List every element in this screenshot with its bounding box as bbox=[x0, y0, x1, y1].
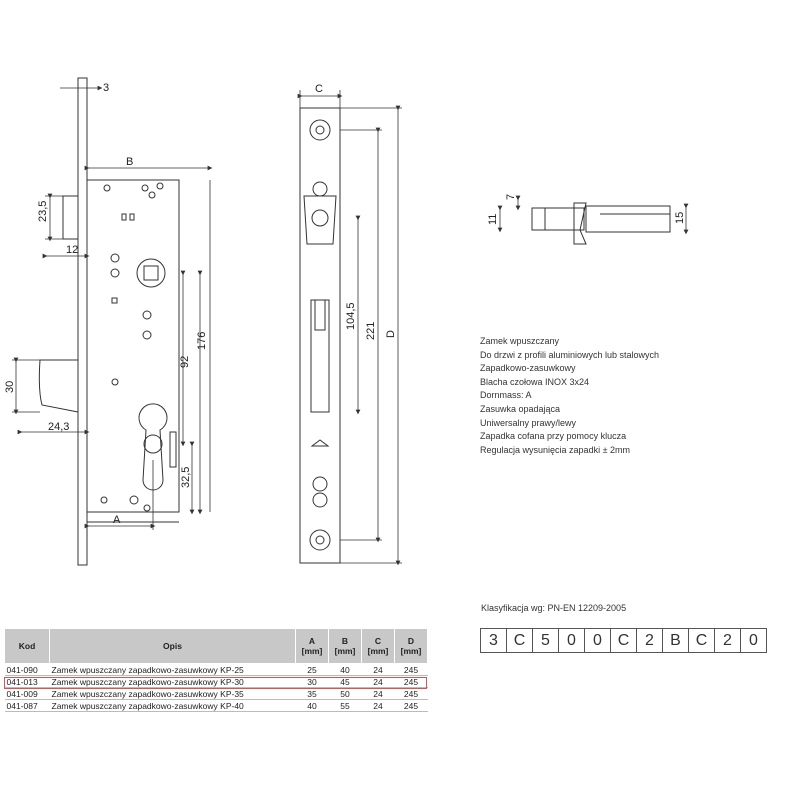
cell-c: 24 bbox=[361, 663, 395, 676]
top-dimension-lines bbox=[497, 195, 689, 235]
table-header-row: Kod Opis A[mm] B[mm] C[mm] D[mm] bbox=[4, 628, 428, 664]
cell-c: 24 bbox=[361, 675, 395, 688]
description-line: Zapadka cofana przy pomocy klucza bbox=[480, 431, 627, 442]
cell-d: 245 bbox=[394, 675, 428, 688]
header-kod: Kod bbox=[4, 628, 50, 664]
svg-text:D: D bbox=[385, 330, 397, 338]
svg-text:7: 7 bbox=[505, 194, 517, 200]
cell-b: 50 bbox=[328, 687, 362, 700]
svg-text:24,3: 24,3 bbox=[48, 421, 69, 433]
product-table: Kod Opis A[mm] B[mm] C[mm] D[mm] 041-090… bbox=[4, 628, 428, 712]
table-row-highlighted: 041-013 Zamek wpuszczany zapadkowo-zasuw… bbox=[4, 675, 428, 688]
svg-text:92: 92 bbox=[179, 356, 191, 368]
description-line: Uniwersalny prawy/lewy bbox=[480, 417, 577, 428]
header-c: C[mm] bbox=[361, 628, 395, 664]
table-row: 041-090 Zamek wpuszczany zapadkowo-zasuw… bbox=[4, 663, 428, 676]
svg-text:104,5: 104,5 bbox=[345, 302, 357, 330]
cell-d: 245 bbox=[394, 663, 428, 676]
table-row: 041-087 Zamek wpuszczany zapadkowo-zasuw… bbox=[4, 699, 428, 712]
description-line: Dornmass: A bbox=[480, 390, 532, 401]
header-d: D[mm] bbox=[394, 628, 428, 664]
description-line: Do drzwi z profili aluminiowych lub stal… bbox=[480, 349, 660, 360]
cell-a: 30 bbox=[295, 675, 329, 688]
svg-text:12: 12 bbox=[66, 244, 78, 256]
cell-opis: Zamek wpuszczany zapadkowo-zasuwkowy KP-… bbox=[49, 699, 296, 712]
description-line: Zamek wpuszczany bbox=[480, 336, 560, 346]
cell-opis: Zamek wpuszczany zapadkowo-zasuwkowy KP-… bbox=[49, 663, 296, 676]
svg-text:23,5: 23,5 bbox=[37, 201, 49, 222]
svg-text:3: 3 bbox=[103, 82, 109, 94]
header-a: A[mm] bbox=[295, 628, 329, 664]
classification-cell: C bbox=[610, 628, 637, 653]
description-line: Blacha czołowa INOX 3x24 bbox=[480, 376, 590, 387]
technical-drawing: 3 B 23,5 12 30 24,3 92 176 32,5 A C bbox=[4, 77, 689, 566]
bolt-top-view bbox=[531, 202, 671, 245]
cell-opis: Zamek wpuszczany zapadkowo-zasuwkowy KP-… bbox=[49, 687, 296, 700]
lock-side-view bbox=[38, 77, 180, 566]
svg-text:A: A bbox=[113, 514, 121, 526]
classification-cell: 3 bbox=[480, 628, 507, 653]
cell-a: 40 bbox=[295, 699, 329, 712]
table-row: 041-009 Zamek wpuszczany zapadkowo-zasuw… bbox=[4, 687, 428, 700]
cell-a: 25 bbox=[295, 663, 329, 676]
classification-cell: 0 bbox=[740, 628, 767, 653]
classification-code: 3 C 5 0 0 C 2 B C 2 0 bbox=[480, 628, 767, 653]
classification-cell: B bbox=[662, 628, 689, 653]
front-dimension-labels: C 104,5 221 D bbox=[315, 83, 397, 340]
svg-text:11: 11 bbox=[487, 214, 499, 225]
cell-d: 245 bbox=[394, 687, 428, 700]
svg-text:30: 30 bbox=[4, 381, 16, 393]
description-line: Zasuwka opadająca bbox=[480, 403, 561, 414]
cell-b: 45 bbox=[328, 675, 362, 688]
cell-b: 40 bbox=[328, 663, 362, 676]
svg-text:176: 176 bbox=[196, 332, 208, 350]
cell-d: 245 bbox=[394, 699, 428, 712]
header-b: B[mm] bbox=[328, 628, 362, 664]
classification-cell: 5 bbox=[532, 628, 559, 653]
description-line: Regulacja wysunięcia zapadki ± 2mm bbox=[480, 444, 631, 455]
cell-c: 24 bbox=[361, 699, 395, 712]
classification-cell: C bbox=[506, 628, 533, 653]
svg-text:32,5: 32,5 bbox=[180, 467, 192, 488]
svg-text:C: C bbox=[315, 83, 323, 95]
cell-kod: 041-013 bbox=[4, 675, 50, 688]
cell-kod: 041-090 bbox=[4, 663, 50, 676]
header-opis: Opis bbox=[49, 628, 296, 664]
product-description: Zamek wpuszczany Do drzwi z profili alum… bbox=[480, 335, 659, 457]
classification-cell: 0 bbox=[584, 628, 611, 653]
svg-text:15: 15 bbox=[674, 212, 686, 224]
svg-text:B: B bbox=[126, 156, 133, 168]
cell-opis: Zamek wpuszczany zapadkowo-zasuwkowy KP-… bbox=[49, 675, 296, 688]
cell-c: 24 bbox=[361, 687, 395, 700]
classification-cell: C bbox=[688, 628, 715, 653]
faceplate-front-view bbox=[299, 107, 341, 564]
cell-b: 55 bbox=[328, 699, 362, 712]
classification-cell: 2 bbox=[636, 628, 663, 653]
front-dimension-lines bbox=[297, 90, 402, 566]
top-dimension-labels: 7 11 15 bbox=[487, 194, 686, 225]
cell-a: 35 bbox=[295, 687, 329, 700]
cell-kod: 041-009 bbox=[4, 687, 50, 700]
classification-title: Klasyfikacja wg: PN-EN 12209-2005 bbox=[481, 603, 627, 613]
side-dimension-lines bbox=[12, 78, 213, 530]
classification-cell: 0 bbox=[558, 628, 585, 653]
description-line: Zapadkowo-zasuwkowy bbox=[480, 363, 576, 374]
svg-text:221: 221 bbox=[365, 322, 377, 340]
side-dimension-labels: 3 B 23,5 12 30 24,3 92 176 32,5 A bbox=[4, 82, 208, 526]
cell-kod: 041-087 bbox=[4, 699, 50, 712]
classification-cell: 2 bbox=[714, 628, 741, 653]
